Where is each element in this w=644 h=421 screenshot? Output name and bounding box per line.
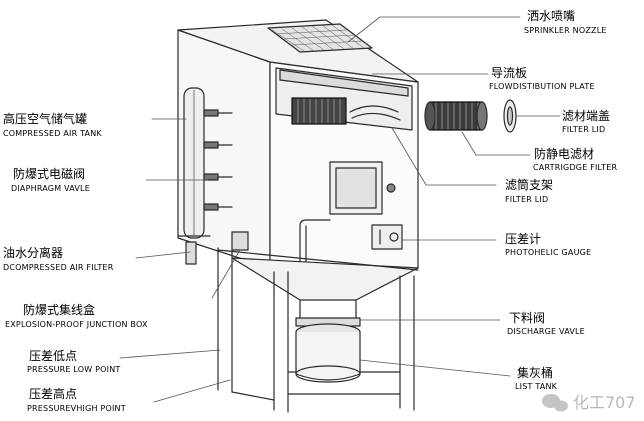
- label-dust-tank-zh: 集灰桶: [517, 365, 553, 380]
- watermark-text: 化工707: [573, 393, 636, 412]
- hopper: [231, 257, 419, 327]
- label-pressure-high-en: PRESSUREVHIGH POINT: [27, 404, 126, 413]
- gauge-box: [371, 224, 403, 250]
- label-pressure-low-en: PRESSURE LOW POINT: [27, 365, 120, 374]
- label-dust-tank: 集灰桶 LIST TANK: [515, 365, 558, 391]
- support-legs: [217, 247, 419, 413]
- label-pressure-low-zh: 压差低点: [29, 349, 77, 363]
- watermark: 化工707: [542, 393, 636, 412]
- label-flow-plate-zh: 导流板: [491, 66, 527, 80]
- label-filter-support-en: FILTER LID: [505, 195, 548, 204]
- junction-box-unit: [231, 231, 249, 251]
- label-compressed-air-tank-en: COMPRESSED AIR TANK: [3, 129, 102, 138]
- label-diaphragm-valve: 防爆式电磁阀 DIAPHRAGM VAVLE: [11, 166, 90, 193]
- air-tank-assembly: [177, 87, 249, 265]
- label-discharge-valve: 下料阀 DISCHARGE VAVLE: [507, 311, 585, 336]
- label-pressure-low: 压差低点 PRESSURE LOW POINT: [27, 349, 120, 374]
- label-junction-box: 防爆式集线盒 EXPLOSION-PROOF JUNCTION BOX: [5, 302, 148, 329]
- label-filter-lid-cap: 滤材端盖 FILTER LID: [562, 109, 610, 134]
- separator-unit: [185, 241, 197, 265]
- label-filter-lid-cap-zh: 滤材端盖: [562, 109, 610, 123]
- inner-cartridge: [291, 97, 347, 125]
- label-air-filter-zh: 油水分离器: [3, 245, 63, 260]
- label-dust-tank-en: LIST TANK: [515, 382, 558, 391]
- label-photohelic-gauge-en: PHOTOHELIC GAUGE: [505, 248, 591, 257]
- label-cartridge-filter-zh: 防静电滤材: [534, 146, 594, 161]
- label-diaphragm-valve-zh: 防爆式电磁阀: [13, 166, 85, 181]
- label-compressed-air-tank-zh: 高压空气储气罐: [3, 111, 87, 126]
- label-filter-support-zh: 滤筒支架: [505, 177, 553, 192]
- dust-bin: [295, 323, 361, 383]
- label-junction-box-en: EXPLOSION-PROOF JUNCTION BOX: [5, 320, 148, 329]
- label-pressure-high-zh: 压差高点: [29, 386, 77, 401]
- label-cartridge-filter-en: CARTRIGDGE FILTER: [533, 163, 617, 172]
- label-air-filter: 油水分离器 DCOMPRESSED AIR FILTER: [3, 245, 114, 272]
- label-pressure-high: 压差高点 PRESSUREVHIGH POINT: [27, 386, 126, 413]
- label-sprinkler-nozzle-en: SPRINKLER NOZZLE: [524, 26, 607, 35]
- cartridge-filter-exploded: [424, 99, 517, 133]
- label-discharge-valve-zh: 下料阀: [509, 311, 545, 325]
- label-sprinkler-nozzle: 洒水喷嘴 SPRINKLER NOZZLE: [524, 9, 607, 35]
- label-diaphragm-valve-en: DIAPHRAGM VAVLE: [11, 184, 90, 193]
- label-compressed-air-tank: 高压空气储气罐 COMPRESSED AIR TANK: [3, 111, 102, 138]
- label-cartridge-filter: 防静电滤材 CARTRIGDGE FILTER: [533, 146, 617, 172]
- label-filter-lid-cap-en: FILTER LID: [562, 125, 605, 134]
- label-flow-plate-en: FLOWDISTIBUTION PLATE: [489, 82, 595, 91]
- label-junction-box-zh: 防爆式集线盒: [23, 302, 95, 317]
- label-sprinkler-nozzle-zh: 洒水喷嘴: [527, 9, 575, 23]
- wechat-icon: [542, 394, 568, 412]
- label-photohelic-gauge: 压差计 PHOTOHELIC GAUGE: [505, 232, 591, 257]
- label-air-filter-en: DCOMPRESSED AIR FILTER: [3, 263, 114, 272]
- label-discharge-valve-en: DISCHARGE VAVLE: [507, 327, 585, 336]
- leader-lines: [119, 16, 561, 403]
- label-photohelic-gauge-zh: 压差计: [505, 232, 541, 246]
- label-flow-plate: 导流板 FLOWDISTIBUTION PLATE: [489, 66, 595, 91]
- label-filter-support: 滤筒支架 FILTER LID: [505, 177, 553, 204]
